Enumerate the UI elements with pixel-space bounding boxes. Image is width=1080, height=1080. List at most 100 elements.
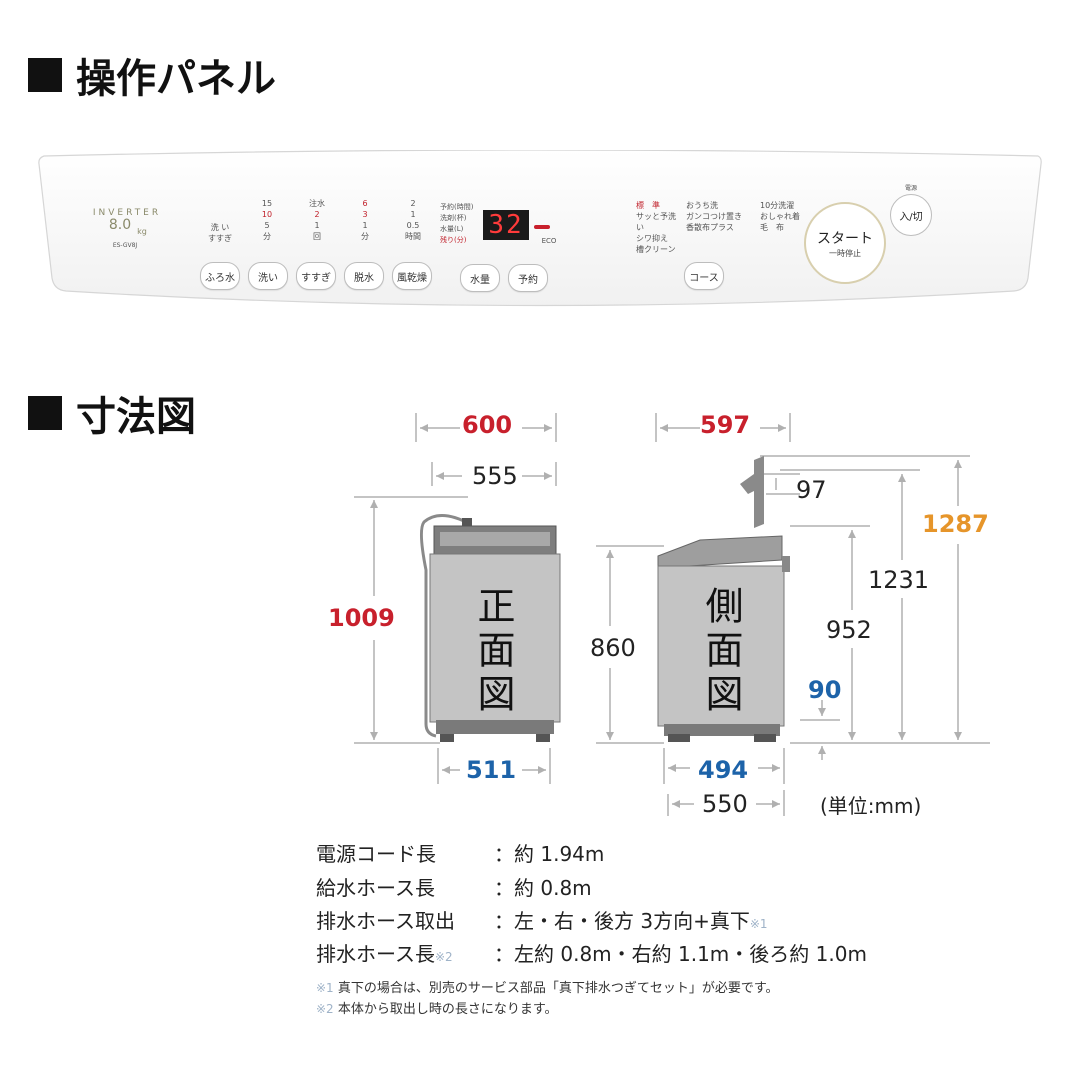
side-view-shape: [657, 456, 790, 742]
front-body-width: 555: [472, 462, 518, 490]
course-item: おしゃれ着: [760, 212, 800, 221]
course-item: 香散布プラス: [686, 223, 734, 232]
course-item: おうち洗: [686, 201, 718, 210]
spec-value: ：左・右・後方 3方向+真下: [494, 909, 750, 933]
unit-label: (単位:mm): [820, 794, 922, 818]
spec-value: ：約 0.8m: [494, 876, 592, 900]
dry-column: 2 1 0.5 時間: [398, 198, 428, 242]
status-remaining: 残り(分): [440, 236, 467, 244]
footnote-1: ※1 真下の場合は、別売のサービス部品「真下排水つぎてセット」が必要です。: [316, 977, 779, 996]
unit: 時間: [405, 232, 421, 241]
eco-indicator-icon: [534, 225, 550, 229]
unit: 分: [361, 232, 369, 241]
control-panel: INVERTER 8.0 kg ES-GV8J 洗 い すすぎ 15 10 5 …: [0, 0, 1080, 340]
unit: 回: [313, 232, 321, 241]
value: 0.5: [406, 221, 420, 230]
footnote-text: 真下の場合は、別売のサービス部品「真下排水つぎてセット」が必要です。: [337, 981, 779, 996]
course-list-2: おうち洗 ガンコつけ置き 香散布プラス: [686, 200, 744, 233]
start-label: スタート: [817, 230, 873, 247]
inverter-text: INVERTER: [92, 208, 162, 218]
course-list-1: 標 準 サッと予洗い シワ抑え 槽クリーン: [636, 200, 680, 255]
footnote-mark: ※2: [435, 950, 453, 964]
status-labels: 予約(時間) 洗剤(杯) 水量(L) 残り(分): [440, 202, 484, 246]
footnote-2: ※2 本体から取出し時の長さになります。: [316, 998, 558, 1017]
eco-label: ECO: [541, 237, 557, 245]
unit: 分: [263, 232, 271, 241]
label-wash: 洗 い: [210, 223, 230, 232]
led-display: 32: [483, 210, 529, 240]
model-text: ES-GV8J: [112, 242, 138, 249]
rinse-button[interactable]: すすぎ: [296, 262, 336, 290]
wash-time-column: 15 10 5 分: [252, 198, 282, 242]
value: 15: [261, 199, 273, 208]
timer-button[interactable]: 予約: [508, 264, 548, 292]
value-default: 10: [261, 210, 273, 219]
spin-button[interactable]: 脱水: [344, 262, 384, 290]
air-dry-button[interactable]: 風乾燥: [392, 262, 432, 290]
value: 6: [362, 199, 368, 208]
wash-button[interactable]: 洗い: [248, 262, 288, 290]
footnote-text: 本体から取出し時の長さになります。: [337, 1002, 558, 1017]
course-button[interactable]: コース: [684, 262, 724, 290]
footnote-mark: ※1: [749, 917, 768, 931]
dimension-heading: 寸法図: [28, 384, 196, 442]
spec-value: ：左約 0.8m・右約 1.1m・後ろ約 1.0m: [494, 942, 867, 966]
side-total-depth: 597: [700, 411, 751, 439]
course-item: 10分洗濯: [760, 201, 795, 210]
bath-water-button[interactable]: ふろ水: [200, 262, 240, 290]
power-caption: 電源: [904, 185, 917, 192]
spec-value: ：約 1.94m: [494, 842, 605, 866]
front-height: 1009: [328, 604, 395, 632]
capacity-unit: kg: [137, 227, 147, 236]
rinse-column: 注水 2 1 回: [302, 198, 332, 242]
panel-heading-text: 操作パネル: [76, 56, 276, 102]
label-rinse: すすぎ: [208, 234, 232, 243]
wash-rinse-labels: 洗 い すすぎ: [196, 222, 244, 244]
pause-label: 一時停止: [829, 248, 861, 258]
value: 1: [410, 210, 416, 219]
front-view-label: 正面図: [471, 586, 515, 718]
lid-dimension: 97: [796, 476, 827, 504]
course-item: 標 準: [636, 201, 660, 210]
start-pause-button[interactable]: スタート 一時停止: [804, 202, 886, 284]
spec-label: 電源コード長: [316, 842, 436, 866]
value: 2: [410, 199, 416, 208]
spec-value-with-note: ：左・右・後方 3方向+真下※1: [494, 905, 768, 934]
status-detergent: 洗剤(杯): [440, 214, 467, 222]
side-depth: 550: [702, 790, 748, 818]
capacity-text: 8.0: [108, 217, 132, 233]
value-default: 3: [362, 210, 368, 219]
panel-heading: 操作パネル: [28, 46, 276, 104]
course-item: 槽クリーン: [636, 245, 676, 254]
spec-label: 排水ホース取出: [316, 909, 455, 933]
front-view-shape: [419, 514, 561, 742]
value: 注水: [309, 199, 325, 208]
spec-label-with-note: 排水ホース長※2: [316, 938, 453, 967]
footnote-mark: ※2: [316, 1002, 334, 1016]
value: 5: [264, 221, 270, 230]
value: 1: [362, 221, 368, 230]
status-water: 水量(L): [440, 225, 464, 233]
max-height: 1287: [922, 510, 989, 538]
top-height: 952: [826, 616, 872, 644]
front-base-width: 511: [466, 756, 517, 784]
course-item: サッと予洗い: [636, 212, 676, 232]
body-height: 860: [590, 634, 636, 662]
course-item: 毛 布: [760, 223, 784, 232]
spin-column: 6 3 1 分: [350, 198, 380, 242]
leg-clearance: 90: [808, 676, 842, 704]
course-list-3: 10分洗濯 おしゃれ着 毛 布: [760, 200, 804, 233]
spec-label: 排水ホース長: [316, 942, 435, 966]
side-base-depth: 494: [698, 756, 749, 784]
dimension-drawing: [354, 413, 990, 816]
front-total-width: 600: [462, 411, 513, 439]
course-item: シワ抑え: [636, 234, 668, 243]
spec-label: 給水ホース長: [316, 876, 435, 900]
water-level-button[interactable]: 水量: [460, 264, 500, 292]
power-button[interactable]: 入/切: [890, 194, 932, 236]
footnote-mark: ※1: [316, 981, 334, 995]
dimension-heading-text: 寸法図: [76, 394, 196, 440]
square-bullet-icon: [28, 396, 62, 430]
lid-open-height: 1231: [868, 566, 930, 594]
side-view-label: 側面図: [699, 586, 743, 718]
